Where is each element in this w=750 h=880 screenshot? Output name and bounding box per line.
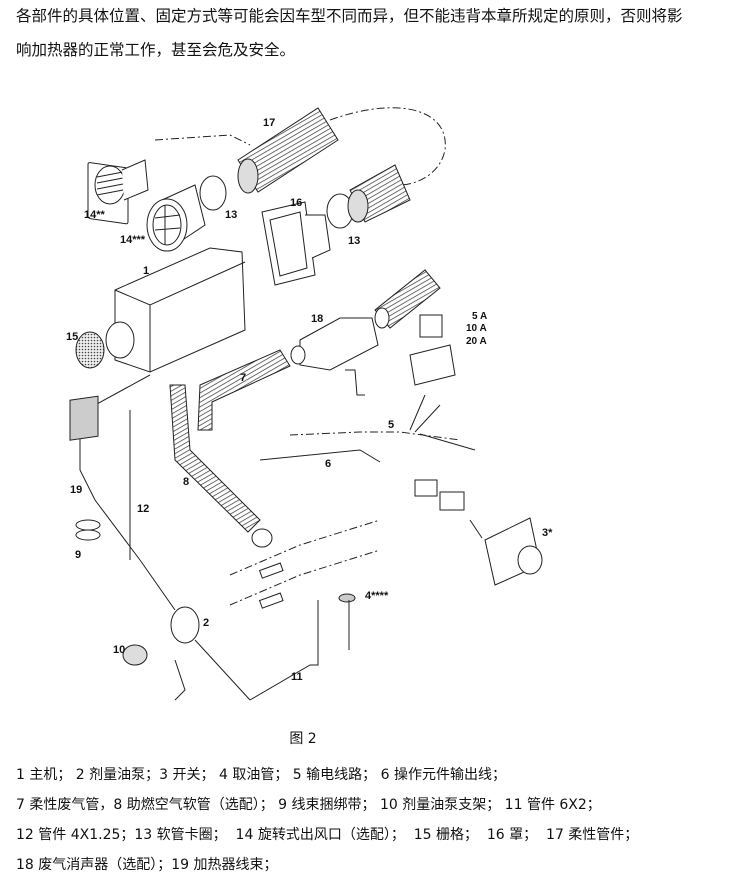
- air-hose-8: [169, 384, 261, 533]
- harness-19: [79, 374, 151, 561]
- vent-square-14: [87, 159, 149, 225]
- callout-10: 10: [113, 644, 125, 656]
- callout-3: 3*: [542, 527, 553, 539]
- operating-line-6: [259, 449, 381, 463]
- callout-1: 1: [143, 265, 149, 277]
- routing-line-14: [154, 134, 251, 146]
- pump-bracket-10: [122, 644, 186, 701]
- figure-caption: 图 2: [289, 731, 317, 747]
- vent-round-14: [146, 184, 206, 252]
- grille-15: [75, 331, 105, 369]
- callout-13b: 13: [348, 235, 360, 247]
- heater-main-unit-1: [105, 247, 246, 373]
- fuse-label-10a: 10 A: [466, 323, 487, 334]
- callout-17: 17: [263, 117, 275, 129]
- callout-18: 18: [311, 313, 323, 325]
- legend-line-2: 7 柔性废气管，8 助燃空气软管（选配）； 9 线束捆绑带； 10 剂量油泵支架…: [16, 797, 601, 813]
- callout-7: 7: [240, 372, 246, 384]
- exhaust-hose-7: [197, 349, 291, 431]
- exploded-diagram: 17 14** 14*** 13 16 13 1 15 18 7 5 6 8 1…: [66, 107, 553, 701]
- legend-line-4: 18 废气消声器（选配）；19 加热器线束；: [16, 857, 278, 873]
- callout-15: 15: [66, 331, 78, 343]
- callout-9: 9: [75, 549, 81, 561]
- callout-6: 6: [325, 458, 331, 470]
- callout-13a: 13: [225, 209, 237, 221]
- silencer-18: [290, 317, 379, 396]
- pipe-11: [249, 600, 319, 701]
- fuse-holder: [409, 344, 456, 386]
- fuel-pickup-4: [338, 593, 356, 650]
- cover-16: [261, 201, 331, 286]
- cable-ties-9: [75, 519, 101, 541]
- callout-14b: 14***: [120, 234, 146, 246]
- callout-4: 4****: [365, 590, 389, 602]
- switch-3: [469, 517, 543, 586]
- power-line-5: [289, 431, 461, 441]
- callout-5: 5: [388, 419, 394, 431]
- clamp-13a: [199, 175, 227, 211]
- callout-16: 16: [290, 197, 302, 209]
- legend-line-1: 1 主机； 2 剂量油泵；3 开关； 4 取油管； 5 输电线路； 6 操作元件…: [16, 767, 506, 783]
- callout-19: 19: [70, 484, 82, 496]
- intro-line-1: 各部件的具体位置、固定方式等可能会因车型不同而异，但不能违背本章所规定的原则，否…: [16, 7, 683, 25]
- fuse-label-5a: 5 A: [472, 311, 487, 322]
- callout-14a: 14**: [84, 209, 106, 221]
- callout-11: 11: [291, 671, 303, 683]
- callout-12: 12: [137, 503, 149, 515]
- fuse-label-20a: 20 A: [466, 336, 487, 347]
- callout-2: 2: [203, 617, 209, 629]
- relay: [419, 314, 443, 338]
- intro-line-2: 响加热器的正常工作，甚至会危及安全。: [16, 41, 296, 59]
- routing-line-17: [329, 107, 446, 186]
- dosing-pump-2: [139, 559, 251, 701]
- legend-line-3: 12 管件 4X1.25；13 软管卡圈； 14 旋转式出风口（选配）； 15 …: [16, 827, 639, 843]
- callout-8: 8: [183, 476, 189, 488]
